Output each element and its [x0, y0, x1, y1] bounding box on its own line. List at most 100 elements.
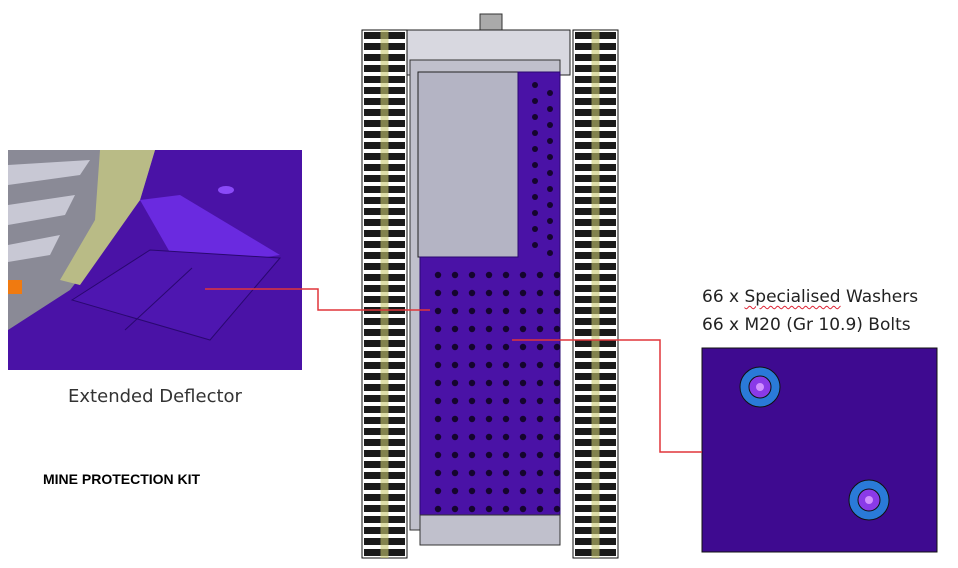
bolt-hole: [468, 379, 476, 387]
bolt-hole: [468, 325, 476, 333]
bolts-label: 66 x M20 (Gr 10.9) Bolts: [702, 315, 911, 335]
track-guide: [591, 30, 600, 558]
bolt-hole: [468, 487, 476, 495]
bolt-hole: [553, 415, 561, 423]
kit-title: MINE PROTECTION KIT: [43, 471, 201, 487]
bolt-hole: [451, 451, 459, 459]
bolt-hole: [532, 162, 538, 168]
bolt-hole: [547, 250, 553, 256]
bolt-hole: [519, 289, 527, 297]
bolt-hole: [451, 307, 459, 315]
washers-rest: Washers: [840, 287, 919, 307]
bolt-hole: [532, 210, 538, 216]
bolt-hole: [468, 343, 476, 351]
bolt-hole: [451, 271, 459, 279]
leader-line-deflector: [205, 288, 430, 311]
bolt-hole: [553, 271, 561, 279]
bolt-hole: [502, 289, 510, 297]
bolt-hole: [547, 186, 553, 192]
bolt-hole: [536, 415, 544, 423]
bolt-hole: [502, 343, 510, 351]
bolt-hole: [451, 415, 459, 423]
bolt-hole: [536, 379, 544, 387]
bolt-hole: [451, 487, 459, 495]
bolt-hole: [536, 307, 544, 315]
bolt-hole: [532, 82, 538, 88]
bolt-hole: [434, 451, 442, 459]
washers-count: 66 x: [702, 287, 745, 307]
bolt-hole: [519, 451, 527, 459]
bolt-hole: [553, 361, 561, 369]
vehicle-top-view: [360, 13, 620, 560]
bolt-hole: [547, 138, 553, 144]
bolt-hole: [553, 289, 561, 297]
bolt-hole: [519, 397, 527, 405]
bolt-hole: [485, 469, 493, 477]
bolt-hole: [451, 379, 459, 387]
bolt-hole: [502, 325, 510, 333]
bolt-hole: [434, 271, 442, 279]
bolt-hole: [434, 361, 442, 369]
bolt-hole: [468, 271, 476, 279]
bolt-hole: [547, 218, 553, 224]
bolt-hole: [434, 505, 442, 513]
bolt-hole: [451, 289, 459, 297]
bolt-hole: [451, 469, 459, 477]
bolt-hole: [468, 289, 476, 297]
bolt-hole: [519, 343, 527, 351]
bolt-hole: [536, 487, 544, 495]
bolt-hole: [434, 433, 442, 441]
bolt-hole: [502, 361, 510, 369]
bolt-hole: [536, 289, 544, 297]
bolt-hole: [451, 361, 459, 369]
bolt-hole: [485, 325, 493, 333]
bolt-hole: [502, 307, 510, 315]
bolt-hole: [434, 397, 442, 405]
bolt-hole: [485, 379, 493, 387]
bolt-hole: [485, 271, 493, 279]
bolt-hole: [502, 379, 510, 387]
bolt-hole: [547, 170, 553, 176]
bolt-hole: [519, 379, 527, 387]
bolt-hole: [485, 487, 493, 495]
bolt-hole: [519, 505, 527, 513]
bolt-hole: [502, 271, 510, 279]
bolt-hole: [485, 307, 493, 315]
extended-deflector-caption: Extended Deflector: [68, 386, 242, 407]
bolt-hole: [519, 415, 527, 423]
bolt-hole: [536, 397, 544, 405]
bolt-hole: [451, 325, 459, 333]
bolt-hole: [468, 451, 476, 459]
bolt-hole: [553, 505, 561, 513]
bolt-hole: [519, 433, 527, 441]
bolt-hole: [532, 146, 538, 152]
bolt-hole: [485, 505, 493, 513]
bolt-hole: [536, 343, 544, 351]
bolt-hole: [532, 114, 538, 120]
bolt-hole: [532, 178, 538, 184]
bolt-hole: [434, 469, 442, 477]
bolt-hole: [485, 415, 493, 423]
bolt-hole: [519, 361, 527, 369]
bolt-hole: [532, 194, 538, 200]
bolt-hole: [502, 433, 510, 441]
bolt-hole: [519, 307, 527, 315]
bolt-hole: [485, 289, 493, 297]
bolt-hole: [502, 415, 510, 423]
bolt-hole: [468, 433, 476, 441]
bolt-hole: [502, 469, 510, 477]
bolt-hole: [451, 505, 459, 513]
washer-icon: [739, 366, 781, 408]
bolt-hole: [468, 469, 476, 477]
bolt-hole: [434, 307, 442, 315]
bolt-hole: [468, 505, 476, 513]
bolt-hole: [485, 433, 493, 441]
bolt-hole: [547, 202, 553, 208]
washer-icon: [848, 479, 890, 521]
bolt-hole: [536, 361, 544, 369]
bolt-hole: [553, 343, 561, 351]
bolt-hole: [536, 325, 544, 333]
extended-deflector-image: [8, 150, 302, 370]
